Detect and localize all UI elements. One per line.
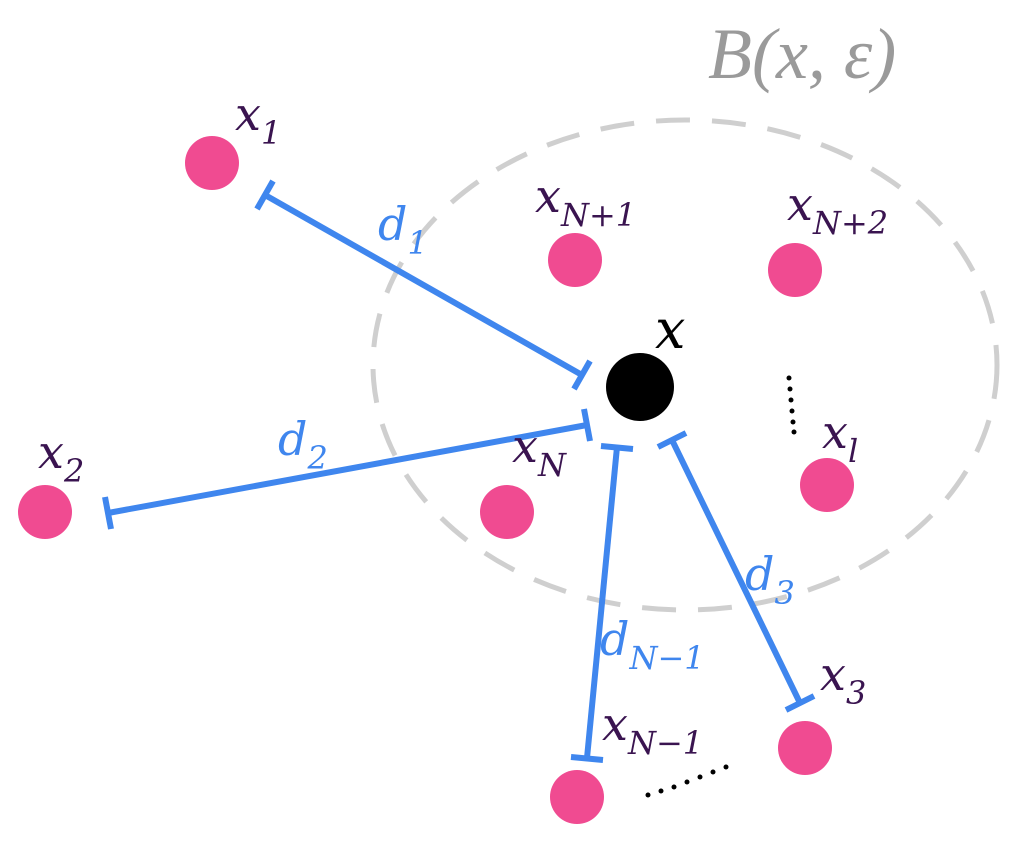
- epsilon-ball-boundary: [370, 117, 1000, 613]
- ellipsis-dots-bottom: [645, 764, 729, 798]
- xN+1-label: xN+1: [535, 169, 636, 234]
- point-xN+1: [548, 233, 602, 287]
- point-x2: [18, 485, 72, 539]
- distance-d2: [102, 408, 593, 530]
- point-x1: [185, 136, 239, 190]
- center-point-x: [606, 353, 674, 421]
- distance-d1: [254, 179, 593, 391]
- point-xN-1: [550, 770, 604, 824]
- point-xN: [480, 485, 534, 539]
- point-x3: [778, 721, 832, 775]
- center-label: x: [655, 298, 685, 361]
- d1-label: d1: [378, 197, 428, 262]
- d2-label: d2: [278, 412, 328, 477]
- xN-label: xN: [512, 419, 567, 484]
- xN-1-label: xN−1: [602, 697, 703, 762]
- ball-label: B(x, ε): [708, 14, 896, 94]
- x3-label: x3: [820, 647, 866, 712]
- xN+2-label: xN+2: [787, 177, 888, 242]
- point-xN+2: [768, 243, 822, 297]
- dN-1-label: dN−1: [600, 612, 705, 677]
- point-xl: [800, 458, 854, 512]
- distance-d3: [656, 430, 816, 713]
- d3-label: d3: [745, 547, 795, 612]
- x1-label: x1: [235, 87, 281, 152]
- distance-dN-1: [570, 443, 634, 763]
- xl-label: xl: [822, 405, 858, 470]
- ellipsis-dots-vertical: [786, 375, 797, 435]
- x2-label: x2: [38, 425, 84, 490]
